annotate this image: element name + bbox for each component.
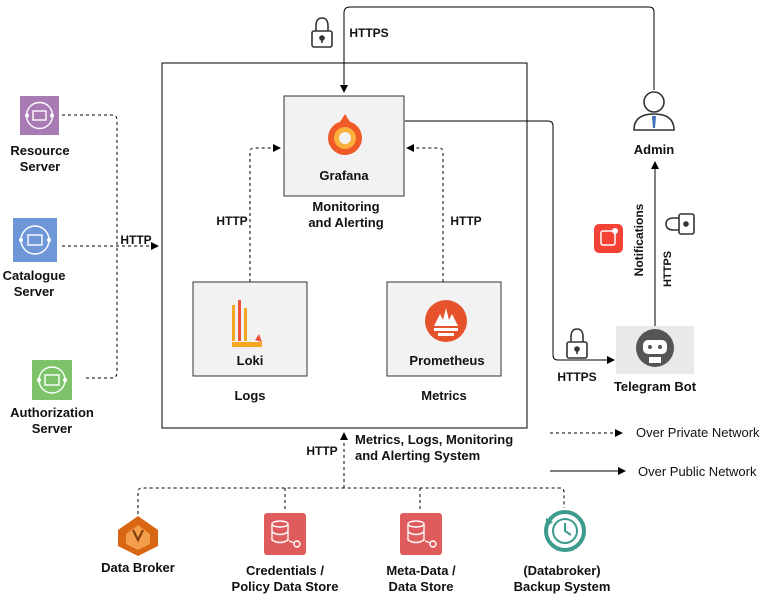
- servers-connector: [62, 114, 159, 379]
- grafana-to-telegram-line: [405, 120, 615, 364]
- https-notify-label: HTTPS: [662, 250, 674, 288]
- lock-icon-notify: [665, 213, 695, 235]
- prometheus-caption: Metrics: [421, 388, 467, 403]
- datasources-connector: [137, 432, 565, 520]
- prometheus-label: Prometheus: [409, 353, 485, 368]
- authorization-server-icon: [32, 360, 72, 400]
- http-logs-label: HTTP: [216, 214, 248, 228]
- system-caption: Metrics, Logs, Monitoring and Alerting S…: [355, 432, 514, 463]
- loki-icon: [232, 300, 262, 347]
- credentials-store-icon: [264, 513, 306, 555]
- https-top-label: HTTPS: [349, 26, 389, 40]
- http-servers-label: HTTP: [120, 233, 152, 247]
- loki-label: Loki: [236, 353, 264, 368]
- loki-to-grafana-line: [249, 144, 281, 282]
- http-metrics-label: HTTP: [450, 214, 482, 228]
- notification-icon: [594, 224, 623, 253]
- prometheus-icon: [425, 300, 467, 342]
- https-telegram-label: HTTPS: [557, 370, 597, 384]
- loki-box: [192, 281, 308, 377]
- resource-server-label: Resource Server: [10, 143, 70, 174]
- catalogue-server-label: Catalogue Server: [2, 268, 66, 299]
- authorization-server-label: Authorization Server: [10, 405, 94, 436]
- loki-caption: Logs: [234, 388, 266, 403]
- notifications-label: Notifications: [632, 203, 646, 277]
- admin-to-grafana-line: [340, 6, 655, 93]
- prometheus-to-grafana-line: [406, 144, 444, 282]
- catalogue-server-icon: [13, 218, 57, 262]
- grafana-caption: Monitoring and Alerting: [308, 199, 384, 230]
- admin-icon: [633, 91, 675, 131]
- backup-system-label: (Databroker) Backup System: [513, 563, 611, 594]
- telegram-bot-icon: [616, 326, 694, 374]
- grafana-icon: [328, 114, 362, 155]
- legend-public-label: Over Public Network: [638, 464, 757, 479]
- data-broker-icon: [118, 516, 158, 556]
- grafana-label: Grafana: [319, 168, 369, 183]
- metadata-store-label: Meta-Data / Data Store: [386, 563, 456, 594]
- metadata-store-icon: [400, 513, 442, 555]
- lock-icon-telegram: [566, 328, 588, 359]
- data-broker-label: Data Broker: [101, 560, 175, 575]
- legend-private-label: Over Private Network: [636, 425, 760, 440]
- admin-label: Admin: [633, 142, 675, 157]
- resource-server-icon: [20, 96, 59, 135]
- credentials-store-label: Credentials / Policy Data Store: [231, 563, 339, 594]
- lock-icon-top: [311, 17, 333, 48]
- telegram-bot-label: Telegram Bot: [613, 379, 697, 394]
- http-bottom-label: HTTP: [306, 444, 338, 458]
- backup-system-icon: [544, 510, 586, 552]
